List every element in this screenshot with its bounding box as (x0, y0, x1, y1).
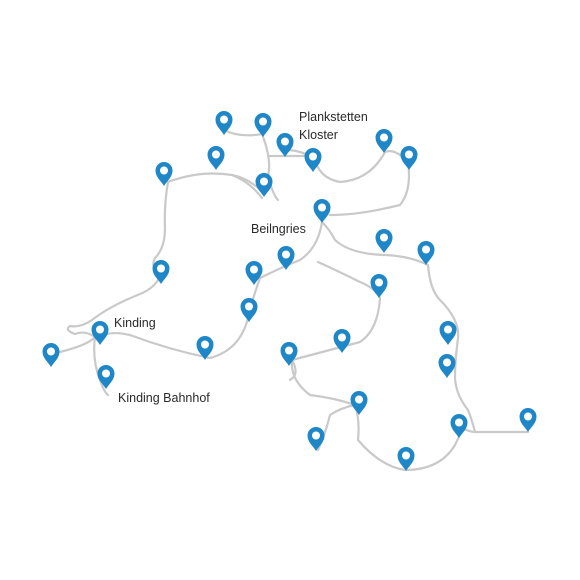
route-north-loop (266, 150, 411, 217)
label-plankstetten-line1: Plankstetten (299, 110, 368, 124)
map-pin-icon (304, 148, 322, 172)
map-pin-icon (207, 146, 225, 170)
map-pin-icon (215, 111, 233, 135)
map-pin-icon (196, 336, 214, 360)
map-pin-icon (255, 172, 273, 197)
map-pin-icon (276, 133, 294, 157)
map-pin-icon (313, 199, 331, 223)
pin-group (42, 111, 537, 471)
map-pin-icon (42, 343, 60, 367)
map-pin-icon (245, 261, 263, 285)
map-pin-icon (375, 229, 393, 253)
map-pin-icon (397, 447, 415, 471)
map-pin-icon (417, 241, 435, 265)
map-pin-icon (307, 427, 325, 451)
map-pin-icon (438, 354, 456, 378)
label-group: Plankstetten Kloster Beilngries Kinding … (114, 110, 368, 405)
label-kinding-bahnhof: Kinding Bahnhof (118, 391, 210, 405)
route-north-west-link (230, 173, 264, 200)
map-pin-icon (155, 162, 173, 186)
map-pin-icon (97, 365, 115, 389)
map-pin-icon (254, 113, 272, 137)
map-pin-icon (439, 321, 457, 345)
map-pin-icon (91, 321, 109, 345)
label-beilngries: Beilngries (251, 222, 306, 236)
label-plankstetten-line2: Kloster (299, 128, 338, 142)
map-pin-icon (519, 408, 537, 432)
map-pin-icon (350, 391, 368, 415)
route-beilngries-south (98, 220, 324, 360)
label-kinding: Kinding (114, 316, 156, 330)
map-pin-icon (375, 129, 393, 153)
map-pin-icon (240, 298, 258, 322)
map-pin-icon (333, 329, 351, 353)
route-beilngries-east (320, 220, 530, 434)
route-south-link (288, 358, 297, 382)
route-central (290, 260, 382, 452)
route-north-west (152, 172, 265, 278)
map-pin-icon (370, 274, 388, 298)
route-north-spur (222, 128, 280, 202)
map-pin-icon (450, 414, 468, 438)
map-pin-icon (152, 260, 170, 284)
map-pin-icon (280, 342, 298, 366)
map-pin-icon (277, 246, 295, 270)
map-pin-icon (400, 146, 418, 170)
